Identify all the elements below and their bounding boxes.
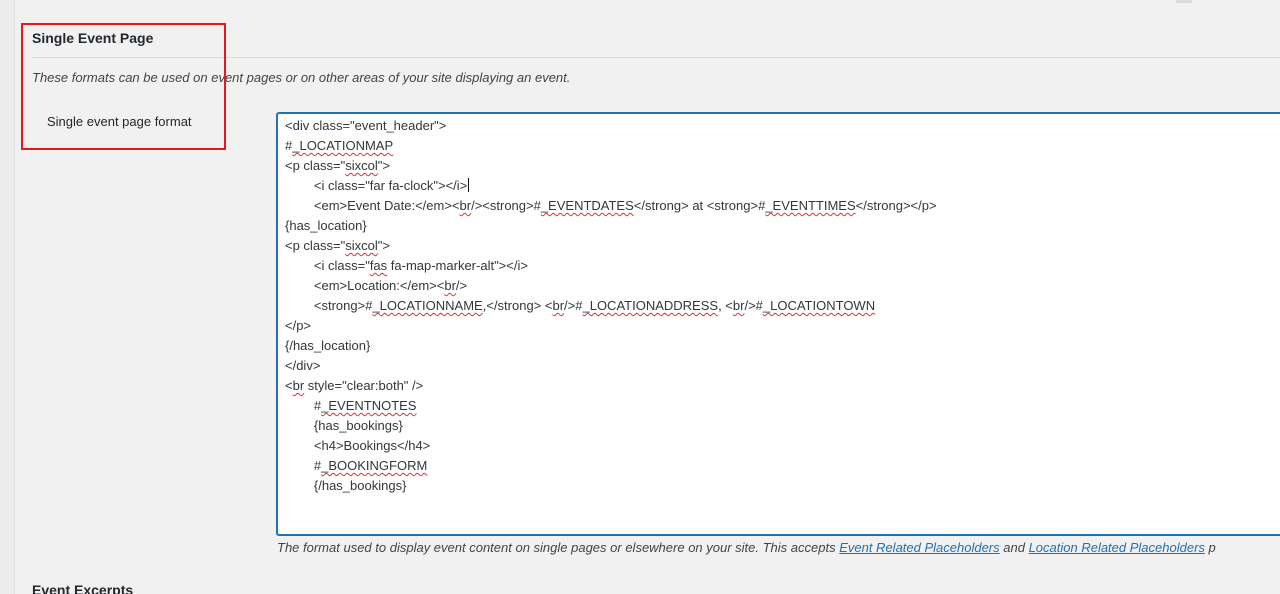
editor-line: </p> xyxy=(285,318,312,333)
editor-line: {/has_bookings} xyxy=(285,478,407,493)
format-help-text: The format used to display event content… xyxy=(277,539,1216,556)
section-title: Single Event Page xyxy=(32,30,154,46)
editor-line: #_LOCATIONMAP xyxy=(285,138,394,153)
editor-line: <h4>Bookings</h4> xyxy=(285,438,431,453)
single-event-format-label: Single event page format xyxy=(47,114,192,129)
single-event-format-textarea[interactable]: <div class="event_header"> #_LOCATIONMAP <… xyxy=(276,112,1280,536)
editor-line: <div class="event_header"> xyxy=(285,118,447,133)
editor-line: {has_bookings} xyxy=(285,418,403,433)
editor-line: #_EVENTNOTES xyxy=(285,398,417,413)
editor-line: <p class="sixcol"> xyxy=(285,158,390,173)
event-excerpts-title: Event Excerpts xyxy=(32,582,134,594)
help-text-middle: and xyxy=(999,540,1029,555)
text-caret xyxy=(468,178,470,192)
section-divider xyxy=(32,57,1280,58)
editor-line: {has_location} xyxy=(285,218,367,233)
editor-line: <em>Event Date:</em><br/><strong>#_EVENT… xyxy=(285,198,937,213)
editor-line: <i class="far fa-clock"></i> xyxy=(285,178,470,193)
editor-line: <strong>#_LOCATIONNAME,</strong> <br/>#_… xyxy=(285,298,876,313)
event-placeholders-link[interactable]: Event Related Placeholders xyxy=(839,540,1000,555)
editor-line: <p class="sixcol"> xyxy=(285,238,390,253)
editor-line: </div> xyxy=(285,358,321,373)
help-text-before: The format used to display event content… xyxy=(277,540,840,555)
top-cutoff-control xyxy=(1176,0,1192,3)
editor-line: <br style="clear:both" /> xyxy=(285,378,424,393)
admin-menu-edge xyxy=(0,0,15,594)
editor-line: <i class="fas fa-map-marker-alt"></i> xyxy=(285,258,528,273)
location-placeholders-link[interactable]: Location Related Placeholders xyxy=(1028,540,1205,555)
help-text-after: p xyxy=(1204,540,1216,555)
editor-line: {/has_location} xyxy=(285,338,371,353)
editor-line: #_BOOKINGFORM xyxy=(285,458,428,473)
section-description: These formats can be used on event pages… xyxy=(32,70,571,85)
editor-line: <em>Location:</em><br/> xyxy=(285,278,468,293)
